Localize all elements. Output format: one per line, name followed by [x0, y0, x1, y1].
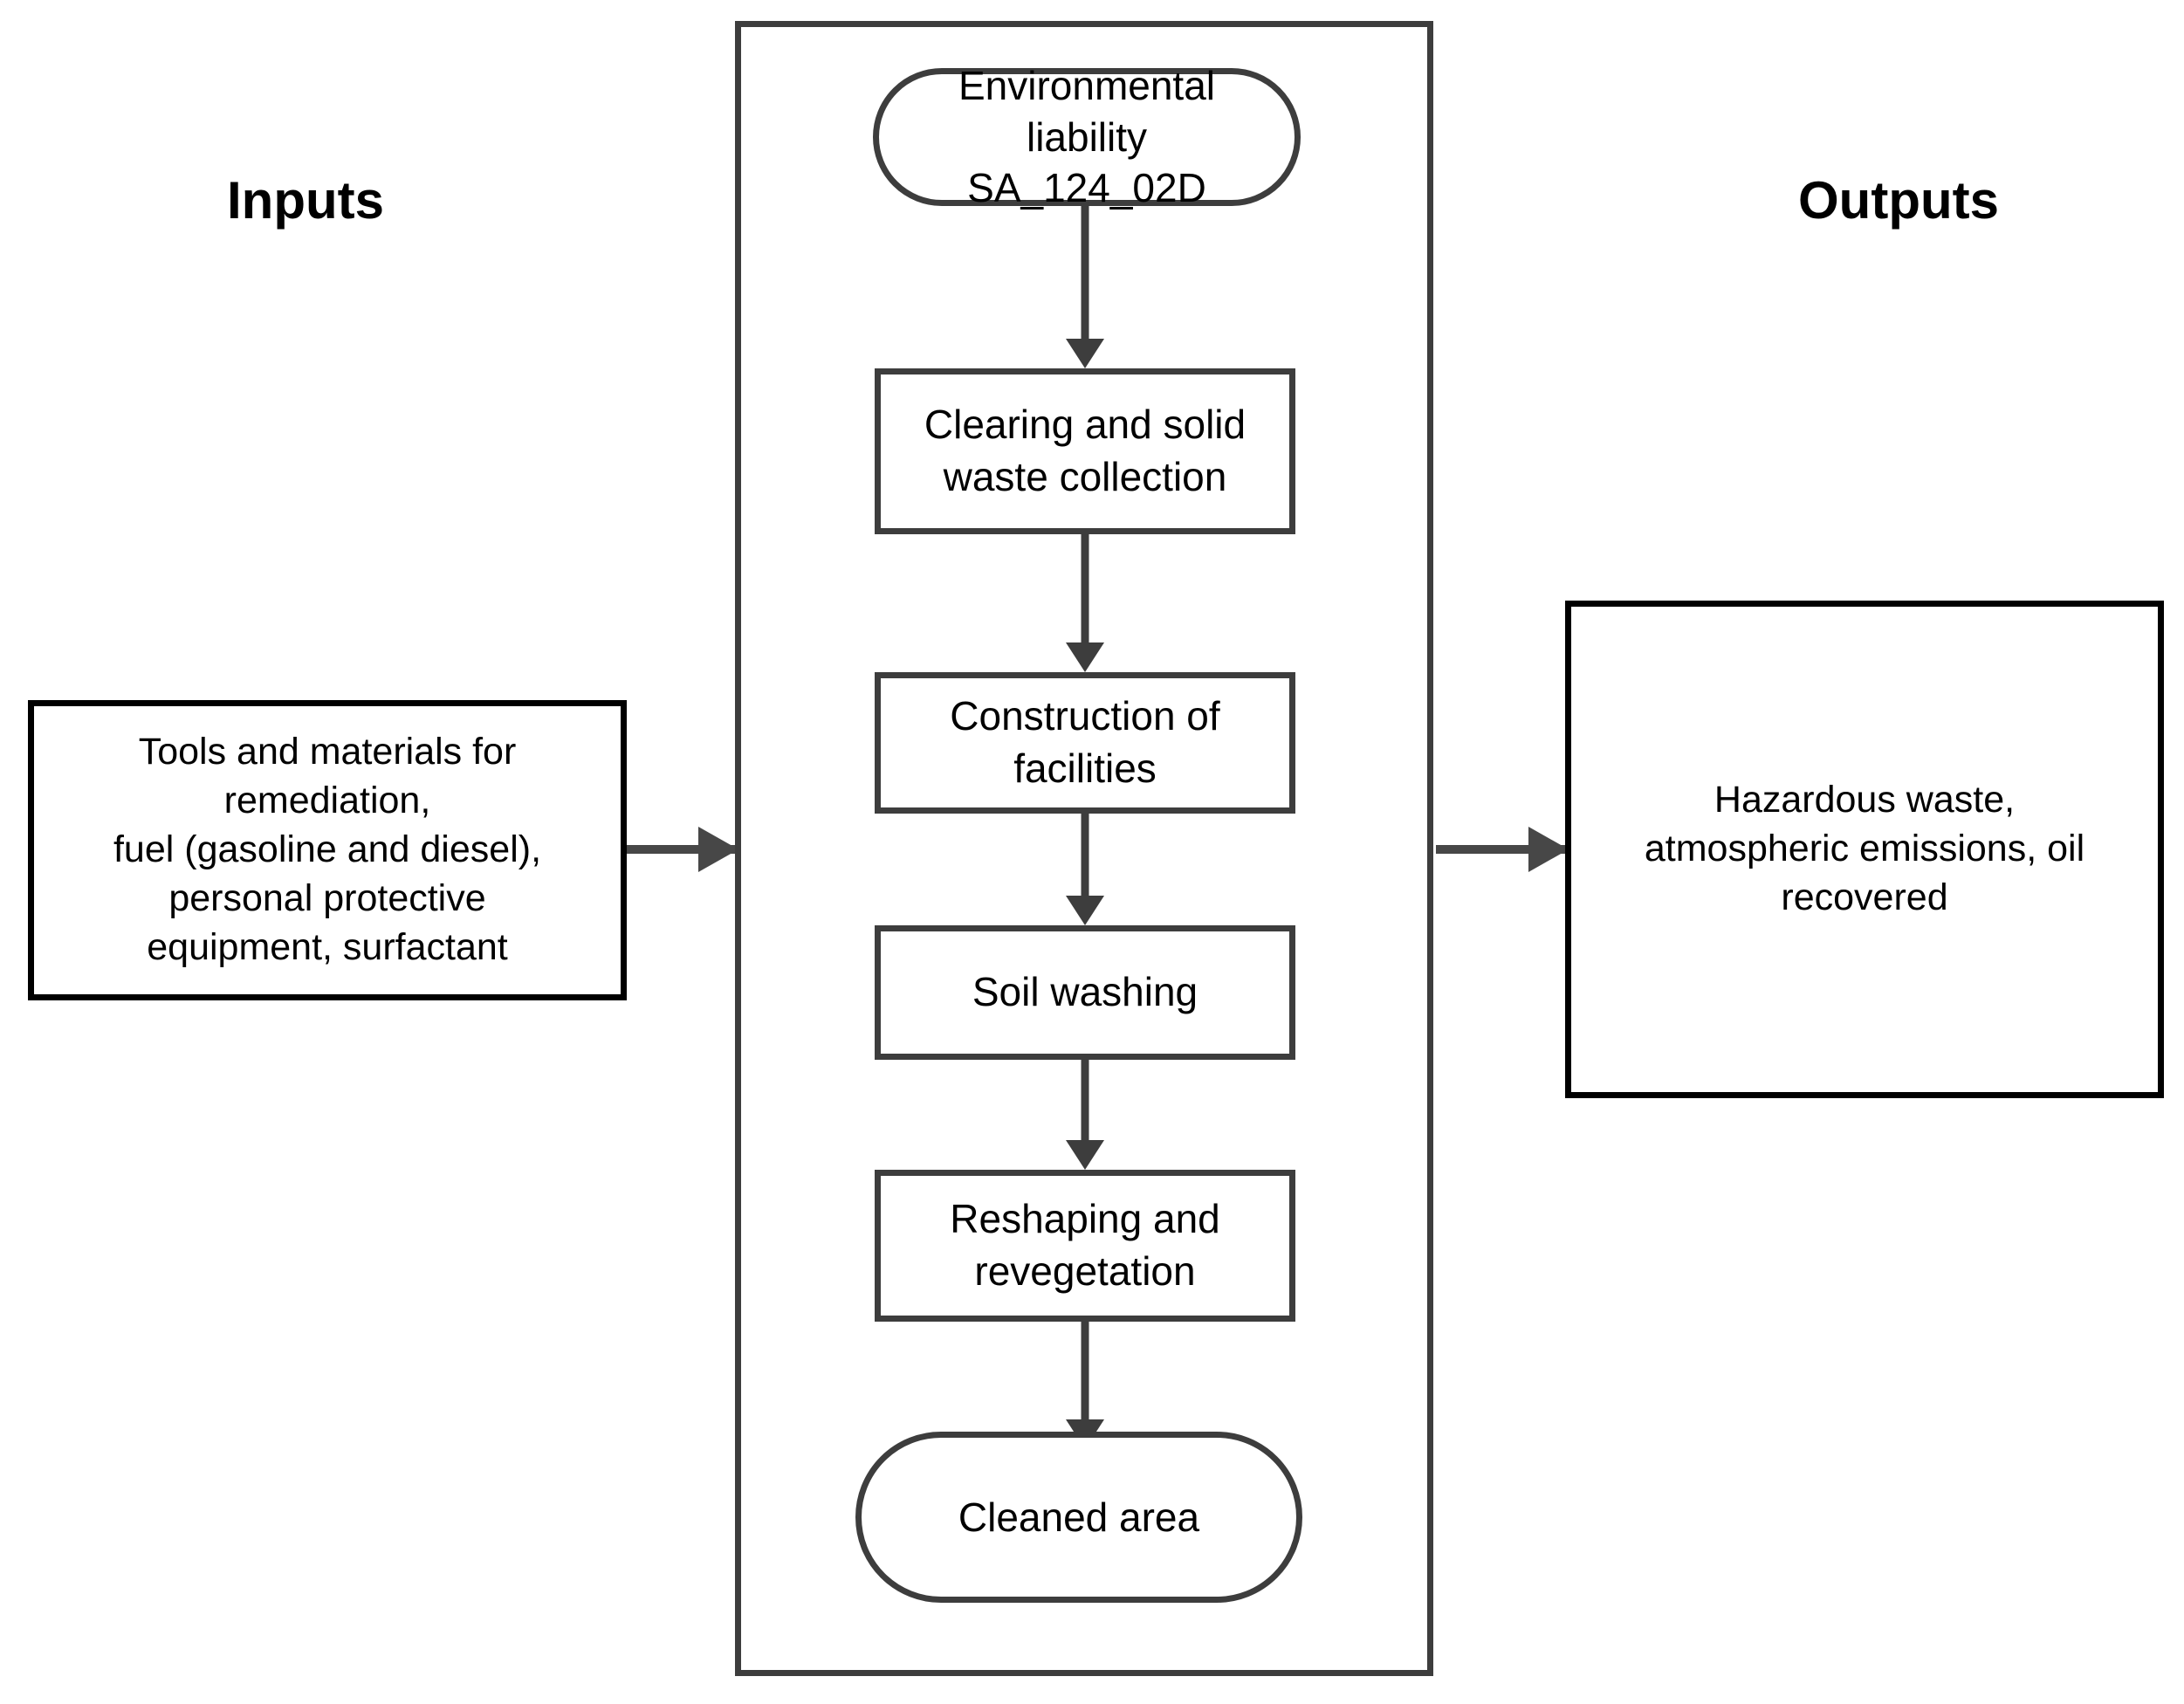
outputs-box: Hazardous waste, atmospheric emissions, …	[1565, 601, 2164, 1098]
inputs-box-text: Tools and materials for remediation, fue…	[113, 731, 542, 968]
node-environmental-liability-label: Environmental liability SA_124_02D	[958, 62, 1216, 211]
node-cleaned-area: Cleaned area	[855, 1432, 1302, 1603]
arrow-shaft	[1081, 1322, 1089, 1419]
arrow-head	[1066, 1140, 1104, 1170]
node-environmental-liability: Environmental liability SA_124_02D	[873, 63, 1301, 210]
outputs-heading: Outputs	[1798, 171, 1999, 230]
node-construction-of-facilities: Construction of facilities	[875, 672, 1295, 814]
arrow-shaft	[1436, 845, 1569, 854]
node-cleaned-area-label: Cleaned area	[958, 1494, 1200, 1540]
node-soil-washing-label: Soil washing	[972, 969, 1198, 1015]
node-clearing-and-solid-waste-collection: Clearing and solid waste collection	[875, 368, 1295, 534]
arrow-shaft	[1081, 534, 1089, 642]
outputs-box-text: Hazardous waste, atmospheric emissions, …	[1644, 779, 2085, 918]
arrow-head	[1066, 339, 1104, 368]
node-clearing-label: Clearing and solid waste collection	[924, 402, 1247, 499]
arrow-head	[1066, 642, 1104, 672]
arrow-shaft	[1081, 206, 1089, 339]
node-reshaping-and-revegetation: Reshaping and revegetation	[875, 1170, 1295, 1322]
node-construction-label: Construction of facilities	[950, 693, 1220, 791]
inputs-box: Tools and materials for remediation, fue…	[28, 700, 627, 1000]
arrow-shaft	[627, 845, 738, 854]
node-reshaping-label: Reshaping and revegetation	[950, 1196, 1220, 1294]
arrow-head	[1528, 827, 1569, 872]
arrow-head	[698, 827, 738, 872]
arrow-head	[1066, 896, 1104, 925]
arrow-shaft	[1081, 1060, 1089, 1140]
node-soil-washing: Soil washing	[875, 925, 1295, 1060]
arrow-shaft	[1081, 814, 1089, 896]
inputs-heading: Inputs	[227, 171, 384, 230]
